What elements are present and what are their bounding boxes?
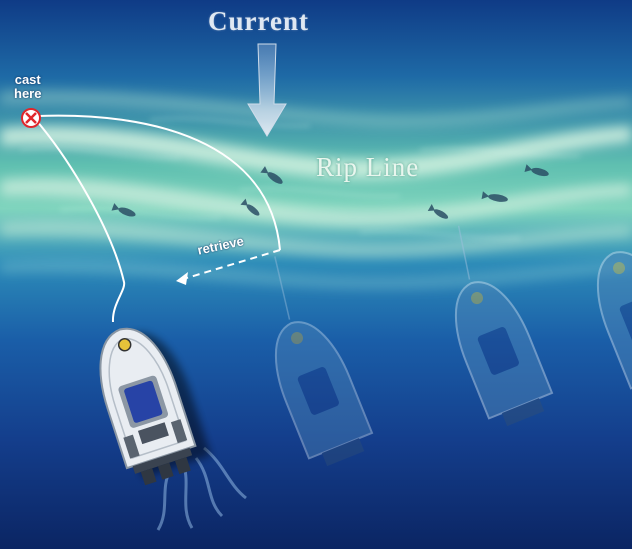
boat-icon: [99, 327, 212, 486]
cast-label-line2: here: [14, 86, 42, 101]
rip-foam-bands: [0, 91, 632, 289]
cast-target-x-icon: [21, 108, 41, 128]
water-ripples: [19, 117, 581, 240]
current-arrow-icon: [247, 43, 287, 137]
retrieve-arrowhead-icon: [176, 272, 188, 285]
console-roof: [124, 380, 163, 423]
rip-line-label: Rip Line: [316, 152, 420, 182]
ghost-boat: [596, 251, 632, 390]
ghost-boat: [274, 256, 374, 467]
cast-here-label: cast here: [14, 73, 41, 101]
retrieve-path: [37, 114, 281, 251]
cast-label-line1: cast: [14, 72, 41, 87]
current-label: Current: [208, 6, 309, 36]
cast-line: [35, 119, 126, 323]
bow-hatch-icon: [117, 337, 132, 352]
fish-icon: [111, 164, 549, 219]
ghost-boat: [454, 225, 554, 427]
retrieve-arrow: [179, 249, 281, 281]
